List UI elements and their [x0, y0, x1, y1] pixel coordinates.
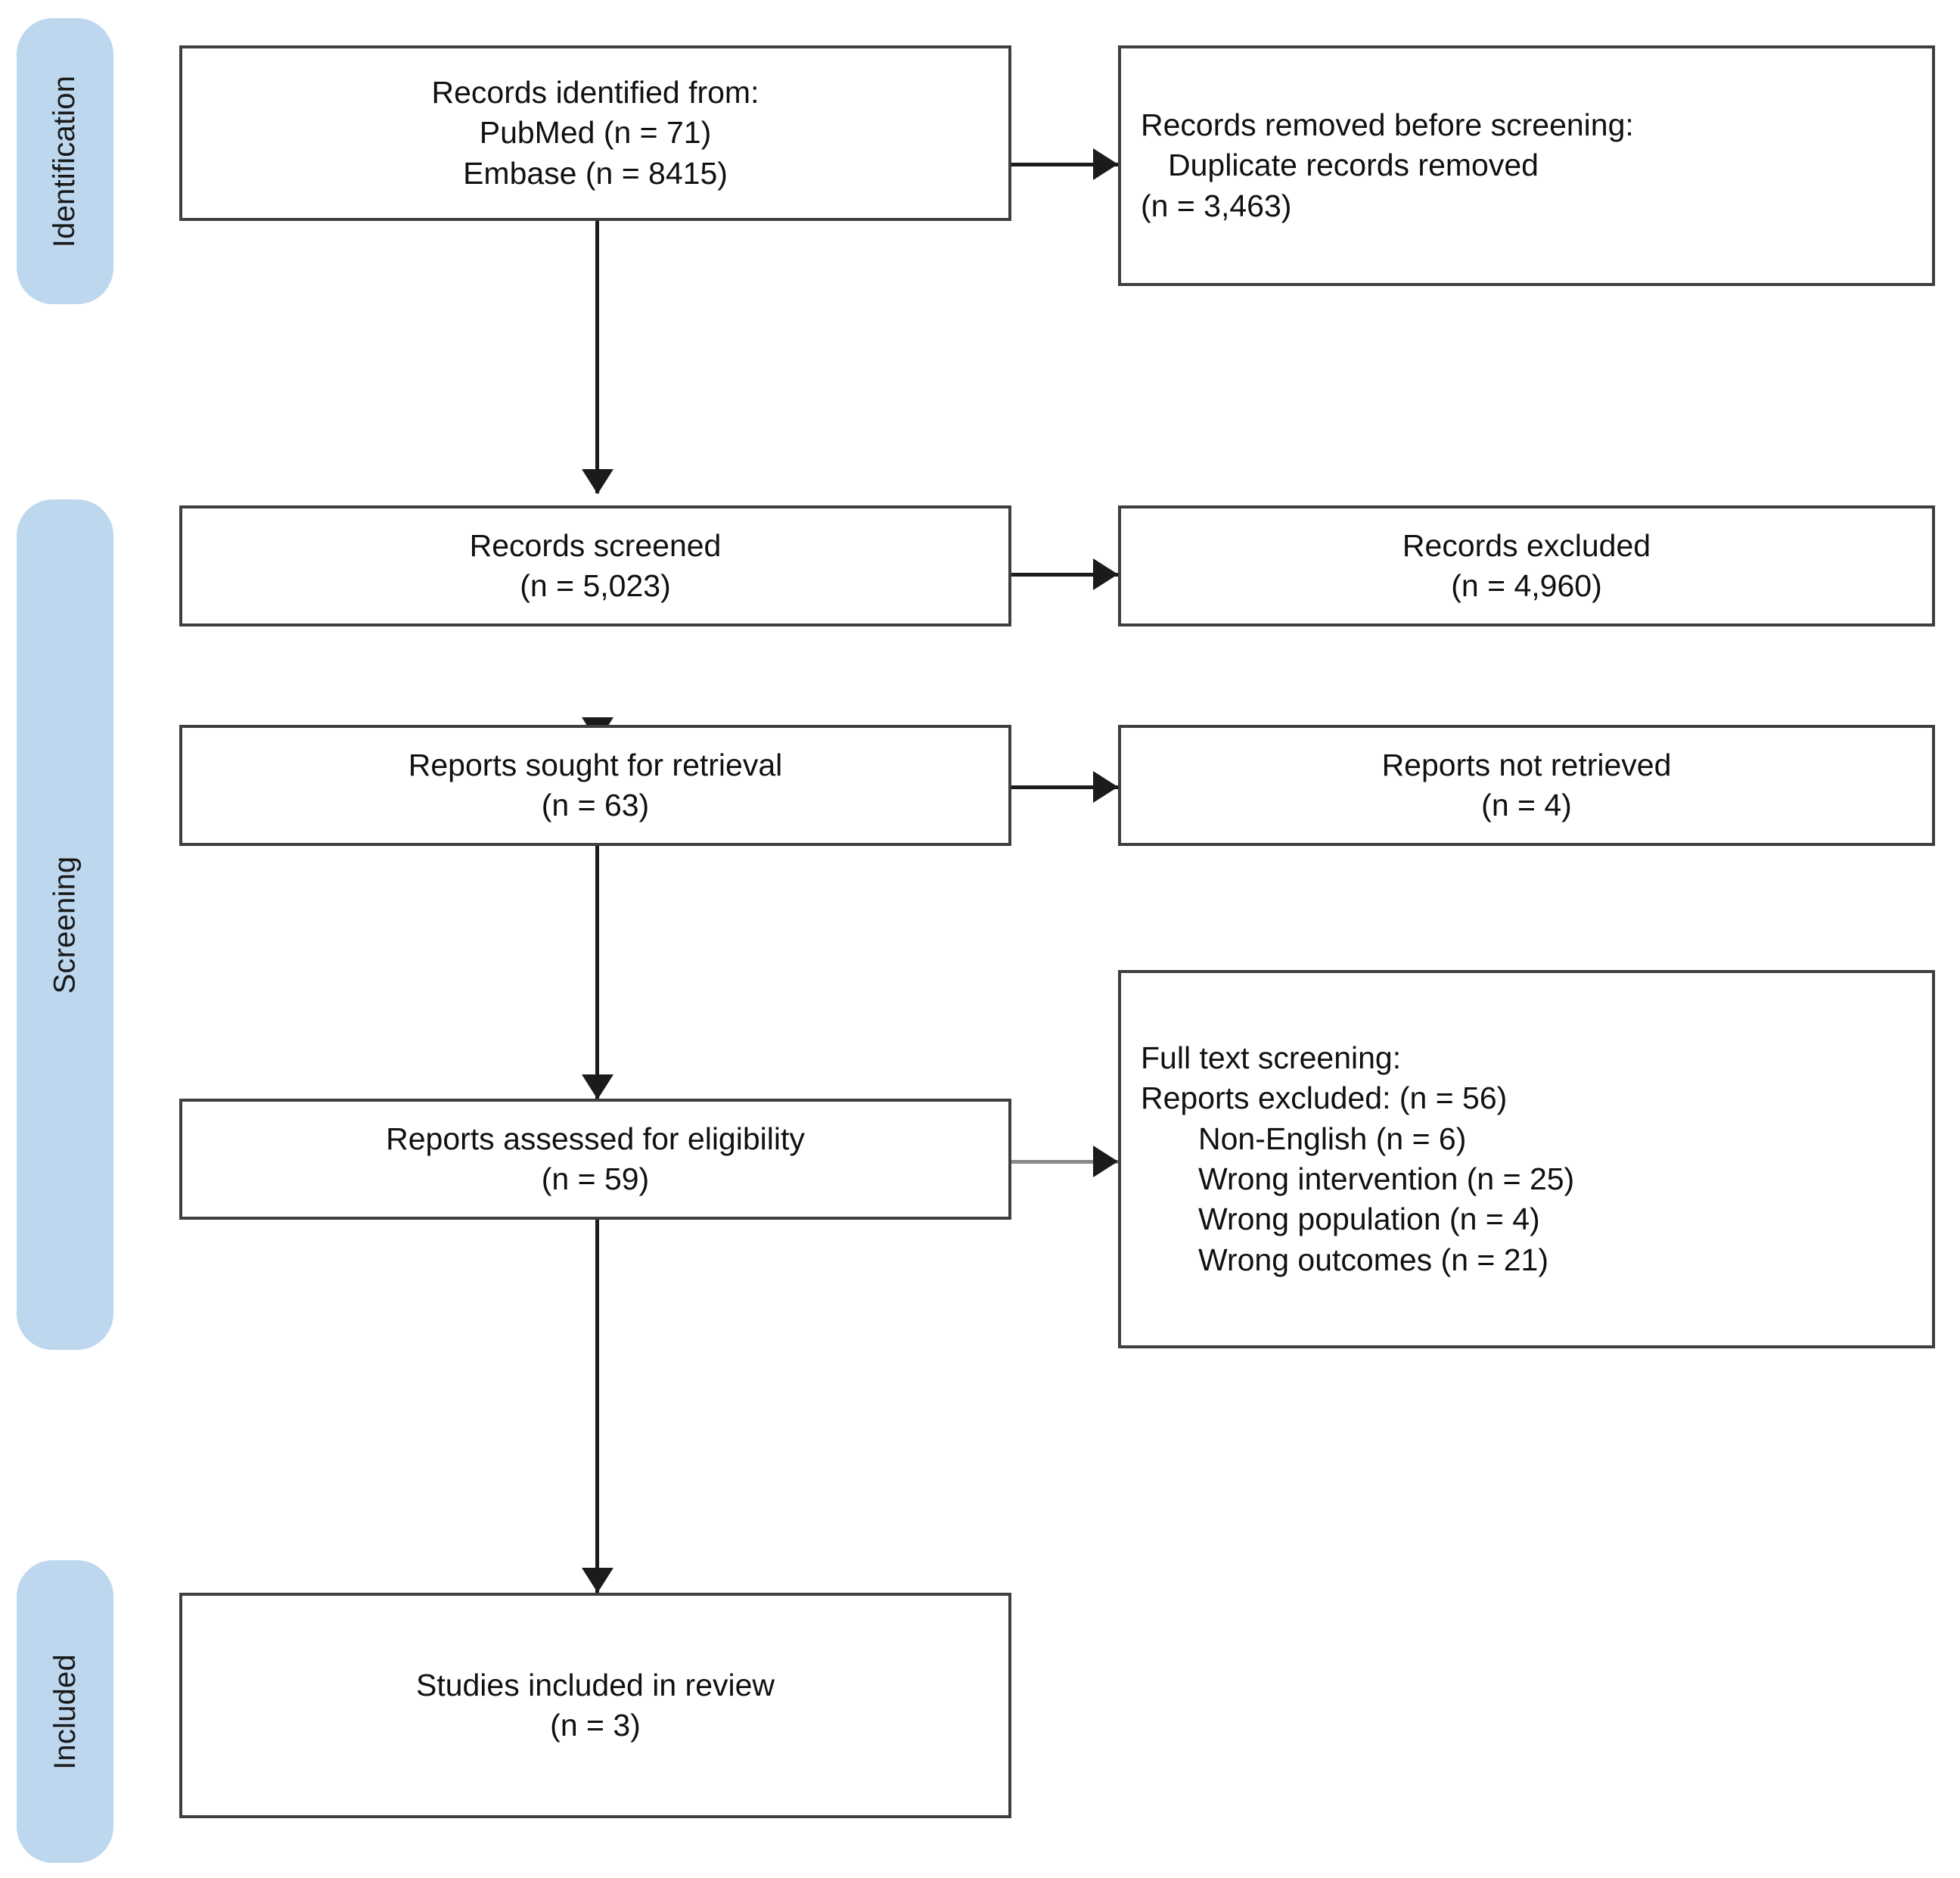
connector-assessed-to-fulltext	[1011, 1160, 1134, 1164]
box-line: Embase (n = 8415)	[463, 155, 728, 191]
box-reports-assessed-text: Reports assessed for eligibility (n = 59…	[182, 1119, 1008, 1200]
box-line: Full text screening:	[1141, 1040, 1402, 1076]
arrowhead-assessed-to-included	[582, 1568, 613, 1593]
stage-label-screening: Screening	[48, 856, 82, 993]
box-full-text-excluded-text: Full text screening: Reports excluded: (…	[1121, 1038, 1932, 1280]
connector-sought-to-not-retrieved	[1011, 785, 1134, 789]
box-line: Reports not retrieved	[1381, 747, 1672, 782]
box-line: Non-English (n = 6)	[1198, 1121, 1467, 1156]
stage-pill-identification: Identification	[17, 18, 113, 304]
box-reports-sought-text: Reports sought for retrieval (n = 63)	[182, 745, 1008, 826]
box-records-identified: Records identified from: PubMed (n = 71)…	[179, 45, 1011, 221]
arrowhead-sought-to-assessed	[582, 1074, 613, 1099]
box-line: Wrong intervention (n = 25)	[1198, 1161, 1575, 1196]
box-line: Records excluded	[1402, 527, 1651, 563]
box-studies-included: Studies included in review (n = 3)	[179, 1593, 1011, 1818]
box-line: Reports assessed for eligibility	[386, 1121, 805, 1156]
box-records-screened-text: Records screened (n = 5,023)	[182, 526, 1008, 607]
box-line: Records removed before screening:	[1141, 107, 1634, 143]
arrowhead-assessed-to-fulltext	[1093, 1146, 1118, 1177]
box-line: (n = 4)	[1481, 788, 1572, 822]
arrowhead-identified-to-screened	[582, 469, 613, 494]
box-line: (n = 4,960)	[1451, 568, 1602, 603]
box-line: Records screened	[469, 527, 722, 563]
box-line: Duplicate records removed	[1168, 148, 1539, 183]
box-line: Studies included in review	[415, 1667, 775, 1702]
arrowhead-identified-to-removed	[1093, 148, 1118, 180]
box-records-removed: Records removed before screening: Duplic…	[1118, 45, 1935, 286]
box-line: Records identified from:	[431, 75, 759, 110]
box-records-identified-text: Records identified from: PubMed (n = 71)…	[182, 73, 1008, 194]
box-records-removed-text: Records removed before screening: Duplic…	[1121, 105, 1932, 226]
box-line: (n = 59)	[541, 1161, 650, 1196]
arrowhead-sought-to-not-retrieved	[1093, 771, 1118, 803]
box-line: (n = 3,463)	[1141, 188, 1292, 223]
stage-label-included: Included	[48, 1653, 82, 1770]
box-line: (n = 63)	[541, 788, 650, 822]
box-line: PubMed (n = 71)	[479, 115, 712, 151]
connector-identified-to-removed	[1011, 163, 1134, 166]
box-reports-not-retrieved: Reports not retrieved (n = 4)	[1118, 725, 1935, 846]
box-reports-sought: Reports sought for retrieval (n = 63)	[179, 725, 1011, 846]
box-studies-included-text: Studies included in review (n = 3)	[182, 1665, 1008, 1746]
box-line: Wrong outcomes (n = 21)	[1198, 1242, 1548, 1277]
connector-identified-to-screened	[595, 221, 599, 493]
box-records-screened: Records screened (n = 5,023)	[179, 505, 1011, 627]
box-line: Reports excluded: (n = 56)	[1141, 1080, 1508, 1116]
box-line: Reports sought for retrieval	[408, 747, 783, 782]
box-line: Wrong population (n = 4)	[1198, 1202, 1540, 1237]
arrowhead-screened-to-excluded	[1093, 558, 1118, 590]
connector-screened-to-excluded	[1011, 573, 1134, 577]
box-reports-not-retrieved-text: Reports not retrieved (n = 4)	[1121, 745, 1932, 826]
box-full-text-excluded: Full text screening: Reports excluded: (…	[1118, 970, 1935, 1348]
box-line: (n = 3)	[550, 1708, 641, 1743]
stage-pill-screening: Screening	[17, 499, 113, 1350]
box-line: (n = 5,023)	[520, 568, 671, 603]
box-records-excluded: Records excluded (n = 4,960)	[1118, 505, 1935, 627]
stage-pill-included: Included	[17, 1560, 113, 1863]
connector-sought-to-assessed	[595, 802, 599, 1099]
box-reports-assessed: Reports assessed for eligibility (n = 59…	[179, 1099, 1011, 1220]
box-records-excluded-text: Records excluded (n = 4,960)	[1121, 526, 1932, 607]
connector-assessed-to-included	[595, 1218, 599, 1597]
stage-label-identification: Identification	[48, 75, 82, 247]
